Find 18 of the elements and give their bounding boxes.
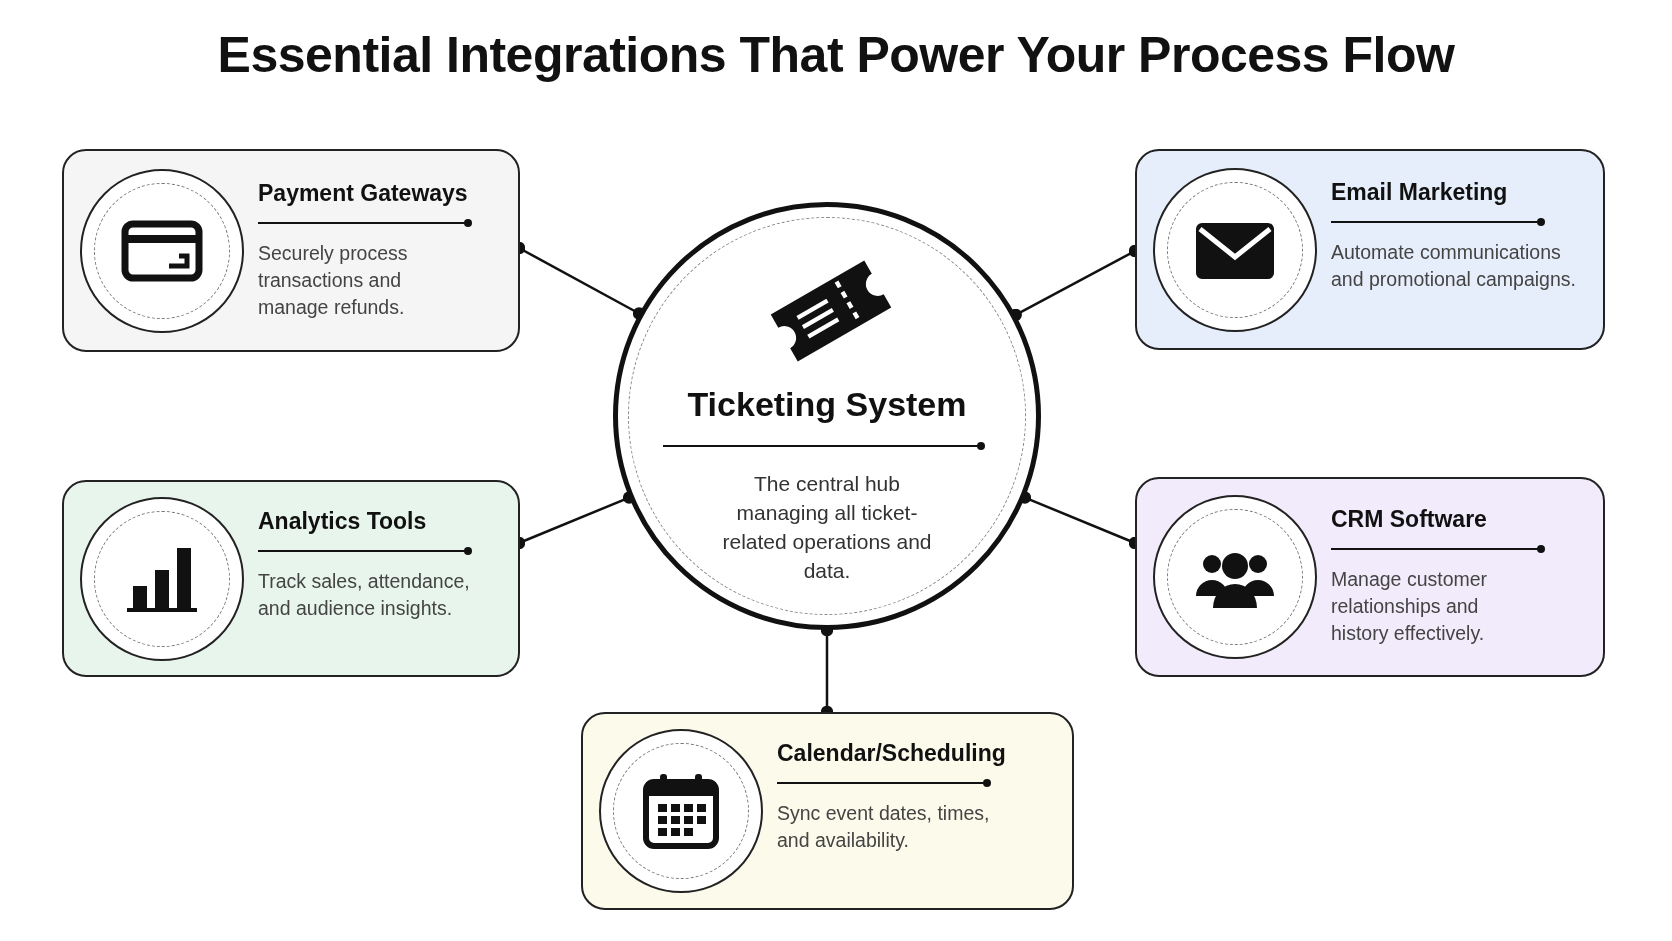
card-heading: CRM Software <box>1331 506 1487 533</box>
diagram-title: Essential Integrations That Power Your Process Flow <box>216 26 1456 84</box>
card-description: Automate communications and promotional campaigns. <box>1331 239 1576 292</box>
card-description: Manage customer relationships and history effectively. <box>1331 567 1489 646</box>
card-heading: Analytics Tools <box>258 507 427 535</box>
integration-card <box>62 480 520 677</box>
card-description: Track sales, attendance, and audience insights. <box>258 568 471 621</box>
card-heading: Payment Gateways <box>258 179 468 207</box>
hub-title: Ticketing System <box>686 385 968 424</box>
card-description: Sync event dates, times, and availability. <box>777 801 991 853</box>
integration-card <box>62 149 520 352</box>
integration-card <box>1135 149 1605 350</box>
card-description: Securely process transactions and manage refunds. <box>258 240 409 320</box>
integration-card <box>581 712 1074 910</box>
card-heading: Calendar/Scheduling <box>777 740 1006 767</box>
integration-card <box>1135 477 1605 677</box>
card-heading: Email Marketing <box>1331 178 1508 206</box>
hub-description: The central hub managing all ticket-related operations and data. <box>721 471 933 584</box>
